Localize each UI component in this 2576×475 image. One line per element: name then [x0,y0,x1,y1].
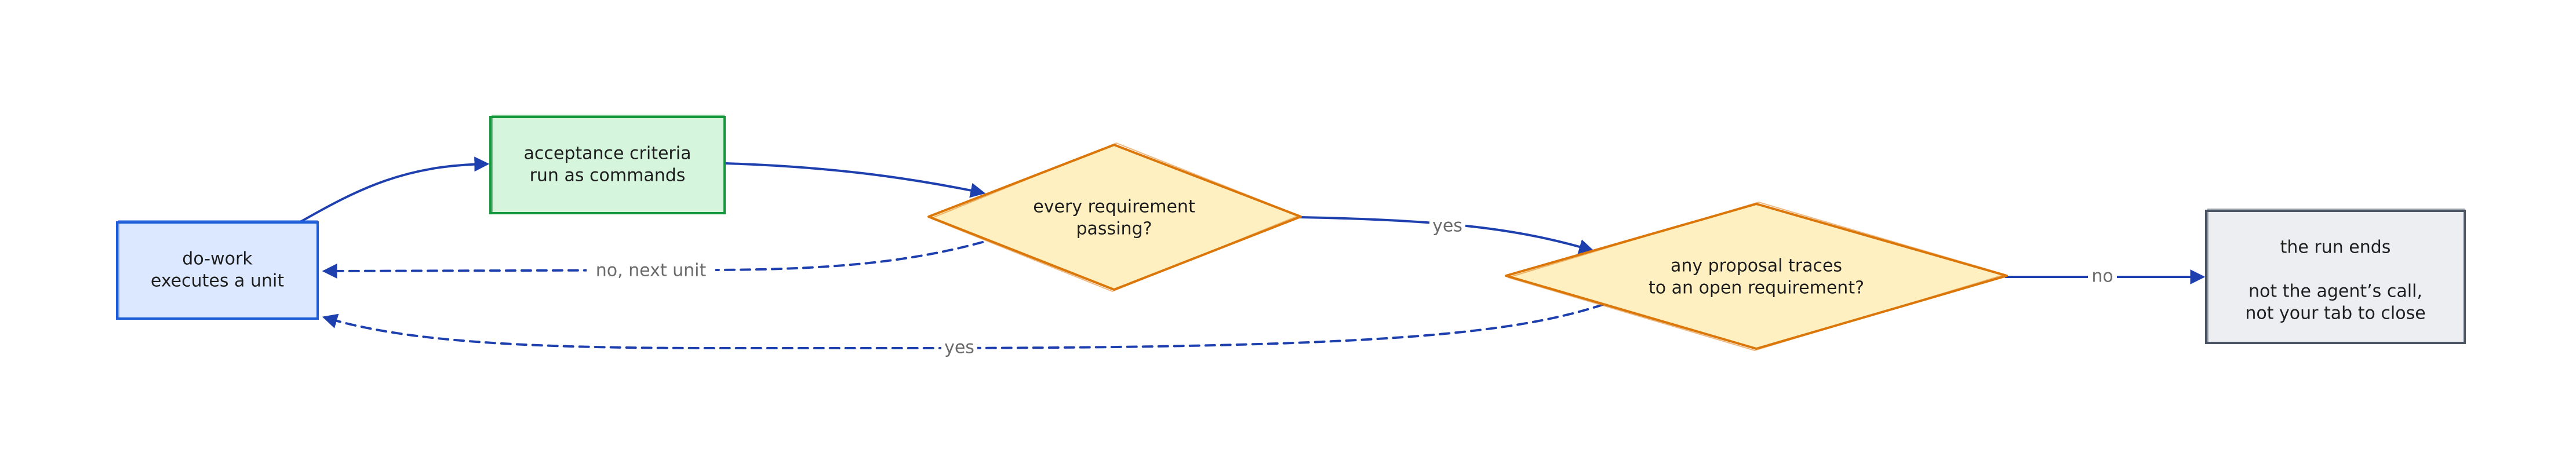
node-any-proposal-line-1: any proposal traces [1671,256,1842,276]
edge-label-yes-mid: yes [1432,216,1462,236]
edge-label-yes-back-group: yes [941,337,977,359]
node-do-work-line-2: executes a unit [151,271,284,291]
node-any-proposal: any proposal traces to an open requireme… [1505,202,2008,351]
edge-do-work-to-acceptance [300,156,490,222]
edge-label-no-next-unit: no, next unit [596,261,707,281]
edge-label-no-end-group: no [2088,266,2117,288]
node-run-ends-line-1: the run ends [2280,237,2391,258]
edge-label-no-next-unit-group: no, next unit [587,260,715,282]
node-any-proposal-line-2: to an open requirement? [1649,278,1864,298]
node-every-requirement-line-1: every requirement [1033,197,1195,217]
node-run-ends: the run ends not the agent’s call, not y… [2205,209,2466,344]
node-every-requirement-line-2: passing? [1076,219,1152,239]
edge-acceptance-to-every-requirement [725,162,986,198]
node-run-ends-line-3: not the agent’s call, [2248,282,2422,302]
nodes: do-work executes a unit acceptance crite… [116,115,2466,351]
node-run-ends-line-4: not your tab to close [2245,304,2425,324]
node-acceptance-line-1: acceptance criteria [524,144,692,164]
node-acceptance-line-2: run as commands [530,166,686,186]
edge-label-yes-mid-group: yes [1429,215,1465,237]
node-acceptance-criteria: acceptance criteria run as commands [489,115,726,214]
edge-label-yes-back: yes [944,338,974,358]
edge-labels: no, next unit yes yes no [587,215,2117,359]
edge-any-proposal-to-do-work [322,304,1604,349]
edge-every-requirement-to-any-proposal [1298,216,1595,254]
node-do-work: do-work executes a unit [116,220,319,320]
edge-label-no-end: no [2091,266,2113,287]
node-do-work-line-1: do-work [182,249,253,269]
node-every-requirement: every requirement passing? [927,142,1302,292]
edges [300,156,2206,349]
edge-every-requirement-to-do-work [322,241,984,279]
